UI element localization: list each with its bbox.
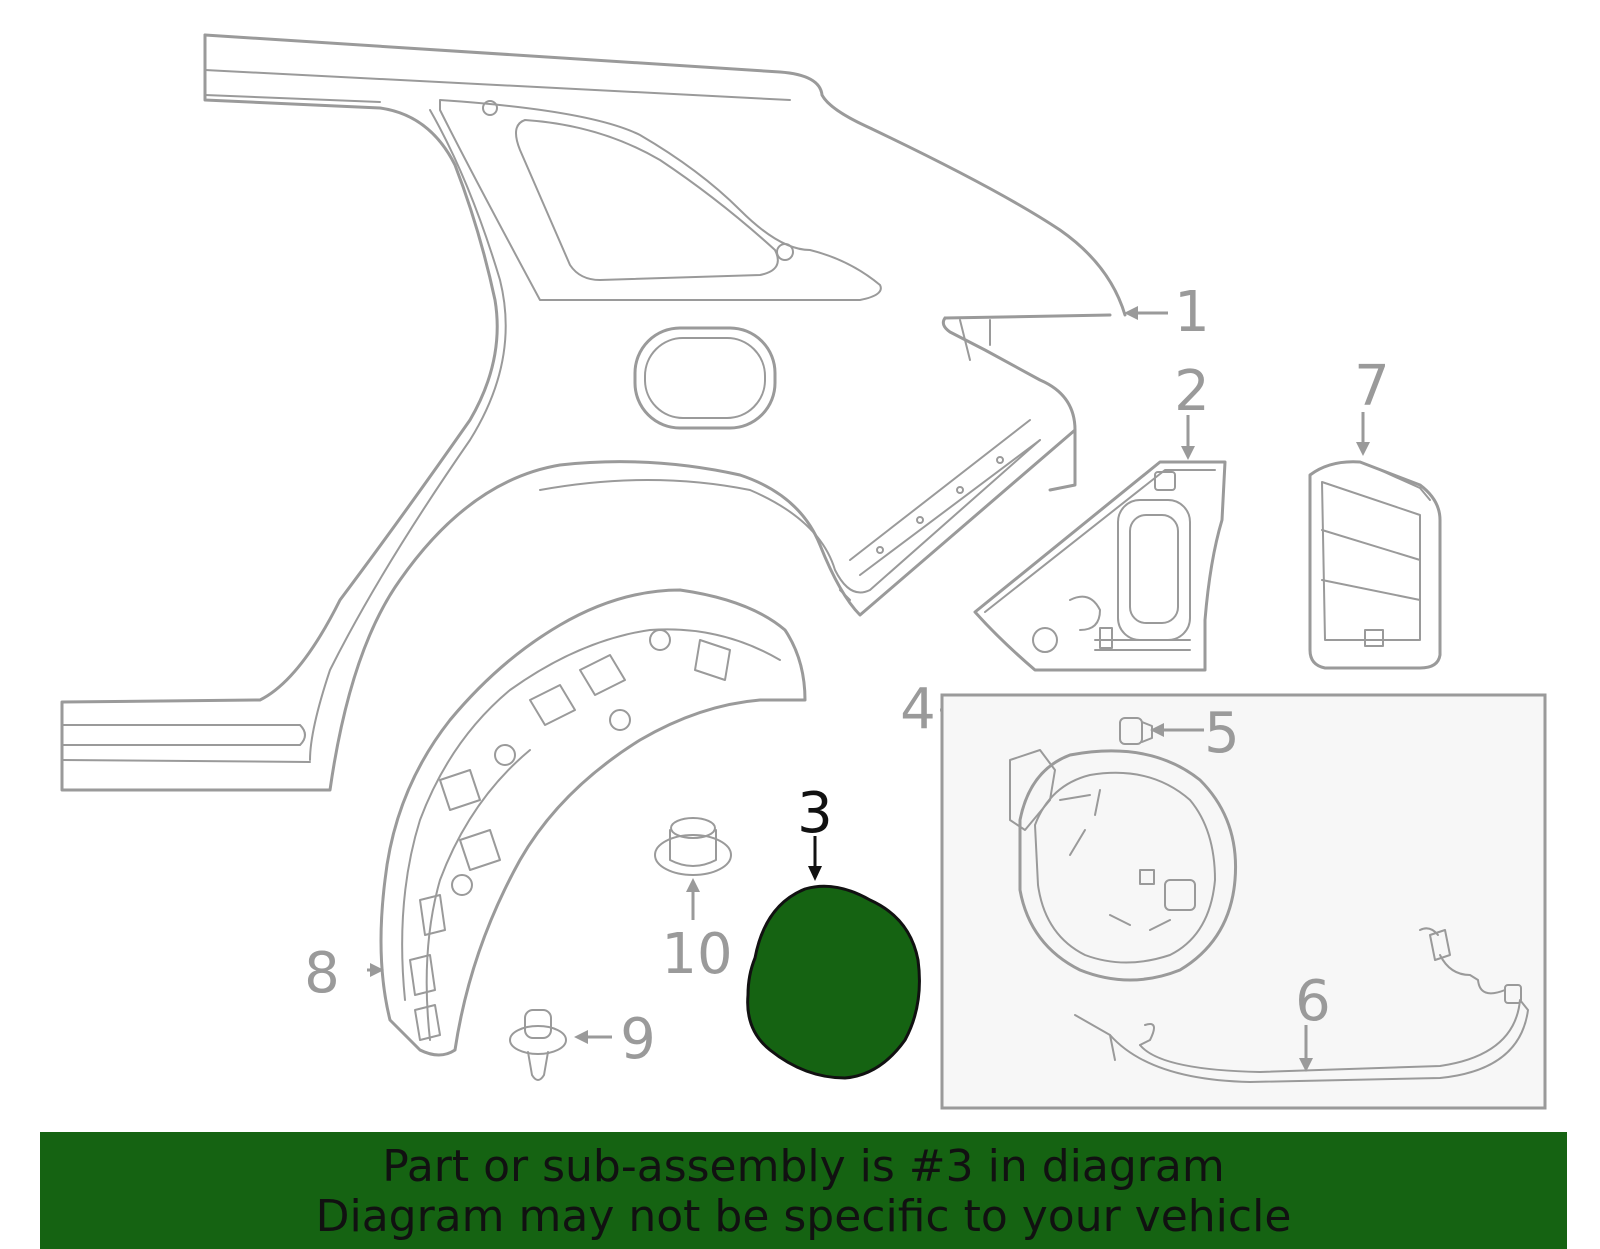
- quarter-panel-part-1[interactable]: [60, 33, 1127, 792]
- callout-4: 4: [900, 677, 936, 742]
- wheelhouse-liner-part-8[interactable]: [379, 588, 807, 1057]
- callout-8: 8: [304, 941, 340, 1006]
- callout-2: 2: [1174, 359, 1210, 424]
- banner-line-part: Part or sub-assembly is #3 in diagram: [382, 1141, 1225, 1192]
- push-clip-part-9[interactable]: [509, 1009, 567, 1081]
- cable-part-6[interactable]: [1074, 927, 1529, 1083]
- info-banner: Part or sub-assembly is #3 in diagram Di…: [40, 1132, 1567, 1249]
- callout-3: 3: [797, 781, 833, 846]
- subassembly-box-part-4: [940, 693, 1547, 1110]
- bracket-part-7[interactable]: [1308, 460, 1442, 670]
- inner-panel-part-2[interactable]: [973, 460, 1227, 672]
- callout-1: 1: [1174, 280, 1210, 345]
- fuel-door-part-3-highlight[interactable]: [746, 884, 921, 1080]
- banner-line-disclaimer: Diagram may not be specific to your vehi…: [315, 1191, 1292, 1242]
- nut-part-10[interactable]: [654, 817, 732, 876]
- callout-6: 6: [1295, 969, 1331, 1034]
- callout-10: 10: [661, 922, 732, 987]
- fuel-filler-housing[interactable]: [1009, 749, 1238, 982]
- callout-5: 5: [1204, 701, 1240, 766]
- callout-7: 7: [1354, 354, 1390, 419]
- plug-part-5[interactable]: [1119, 717, 1153, 745]
- callout-9: 9: [620, 1007, 656, 1072]
- leader-arrows: [367, 306, 1370, 1072]
